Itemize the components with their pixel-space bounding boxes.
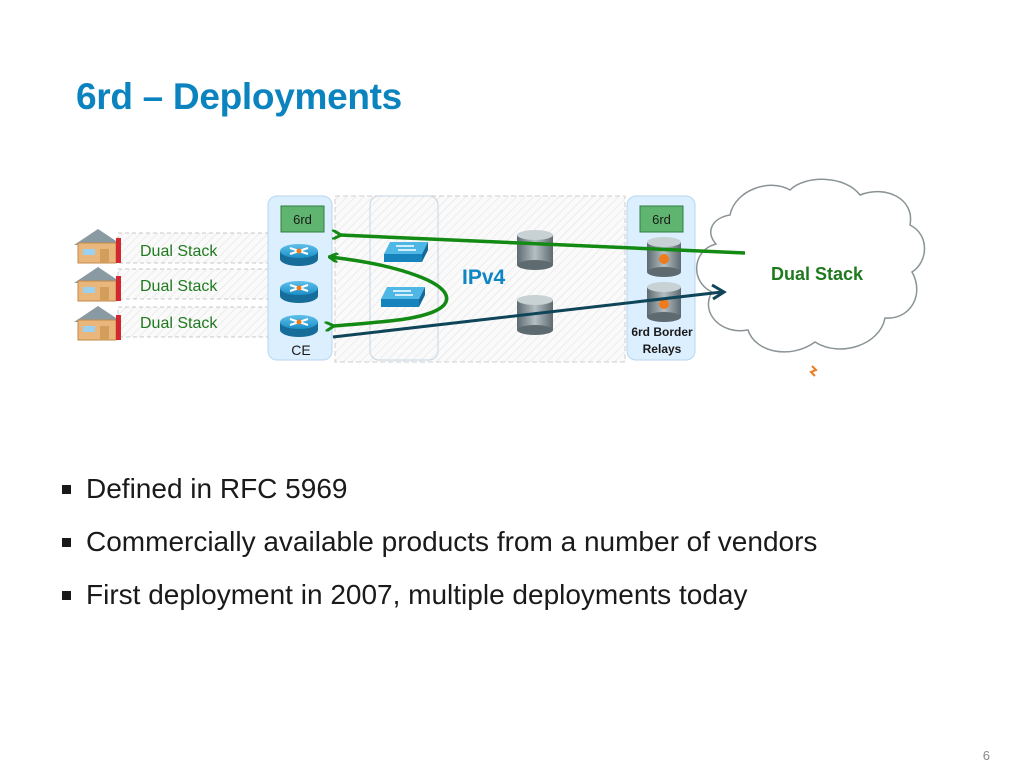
page-title: 6rd – Deployments: [76, 76, 402, 117]
arrow-cloud-to-ce-tag: [340, 235, 746, 255]
switch-icon: [381, 287, 425, 307]
bullet-square-icon: [62, 485, 71, 494]
router-icon: [280, 315, 318, 337]
ce-label: CE: [291, 342, 310, 358]
ipv4-core-region: [334, 195, 626, 363]
bullet-item: Defined in RFC 5969: [62, 462, 817, 515]
dual-stack-cloud: [695, 178, 926, 353]
house-icon: [74, 229, 122, 264]
cloud-label: Dual Stack: [771, 264, 864, 284]
arrow-ce-to-cloud: [332, 290, 723, 339]
bullet-text: Defined in RFC 5969: [86, 472, 348, 504]
br-6rd-tag-label: 6rd: [652, 212, 671, 227]
br-label-line1: 6rd Border: [631, 325, 693, 339]
bullet-item: Commercially available products from a n…: [62, 515, 817, 568]
home-label: Dual Stack: [140, 315, 218, 332]
home-rows: [117, 232, 271, 338]
ce-6rd-tag: [280, 205, 325, 233]
border-relay-router-icon: [647, 282, 681, 322]
bullet-list: Defined in RFC 5969 Commercially availab…: [62, 462, 817, 621]
ce-6rd-tag-label: 6rd: [293, 212, 312, 227]
bullet-square-icon: [62, 538, 71, 547]
bullet-item: First deployment in 2007, multiple deplo…: [62, 568, 817, 621]
router-icon: [280, 281, 318, 303]
cloud-link-icon: [809, 365, 818, 377]
bullet-text: Commercially available products from a n…: [86, 525, 818, 557]
bullet-square-icon: [62, 591, 71, 600]
access-switch-panel: [369, 195, 439, 361]
home-label: Dual Stack: [140, 243, 218, 260]
arrow-ce-to-cloud-head: [711, 283, 727, 301]
house-icon: [74, 306, 122, 341]
border-relay-router-icon: [647, 237, 681, 277]
br-6rd-tag: [639, 205, 684, 233]
switch-icon: [384, 242, 428, 262]
home-label: Dual Stack: [140, 278, 218, 295]
core-router-icon: [517, 230, 553, 270]
arrow-ce-hairpin: [330, 257, 449, 326]
network-diagram: Dual Stack Dual Stack Dual Stack 6rd CE: [74, 178, 926, 377]
house-icon: [74, 267, 122, 302]
br-label-line2: Relays: [643, 342, 682, 356]
page-number: 6: [982, 748, 990, 763]
ipv4-label: IPv4: [462, 266, 506, 289]
bullet-text: First deployment in 2007, multiple deplo…: [86, 578, 748, 610]
router-icon: [280, 244, 318, 266]
